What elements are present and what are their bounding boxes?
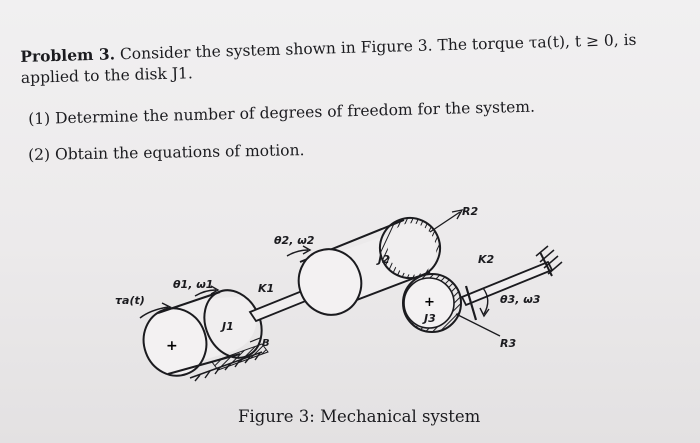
label-j2: J2	[376, 253, 390, 266]
label-r3: R3	[500, 337, 516, 350]
label-k1: K1	[258, 282, 274, 295]
label-theta3: θ3, ω3	[500, 293, 541, 306]
label-torque: τa(t)	[115, 294, 145, 307]
b-leader	[249, 337, 261, 343]
figure-caption: Figure 3: Mechanical system	[238, 407, 481, 426]
label-theta1: θ1, ω1	[173, 278, 213, 291]
wall-hatch	[535, 245, 563, 277]
j3-plus-mark: +	[424, 295, 435, 310]
label-b: B	[262, 338, 270, 349]
disk-j1: +	[142, 289, 263, 377]
theta3-arrow	[479, 287, 490, 318]
theta2-arrow	[286, 245, 312, 257]
label-r2: R2	[462, 205, 478, 218]
torque-arrow	[139, 302, 172, 319]
label-j1: J1	[220, 320, 234, 333]
shaft-k2	[460, 260, 554, 321]
gear-j3: +	[402, 273, 462, 333]
j1-plus-mark: +	[166, 338, 178, 354]
label-k2: K2	[478, 253, 495, 266]
r3-leader	[455, 313, 501, 337]
cylinder-j2	[297, 217, 441, 316]
r2-leader	[429, 209, 464, 233]
theta1-arrow	[194, 285, 220, 297]
label-theta2: θ2, ω2	[274, 234, 315, 247]
label-j3: J3	[422, 312, 436, 325]
